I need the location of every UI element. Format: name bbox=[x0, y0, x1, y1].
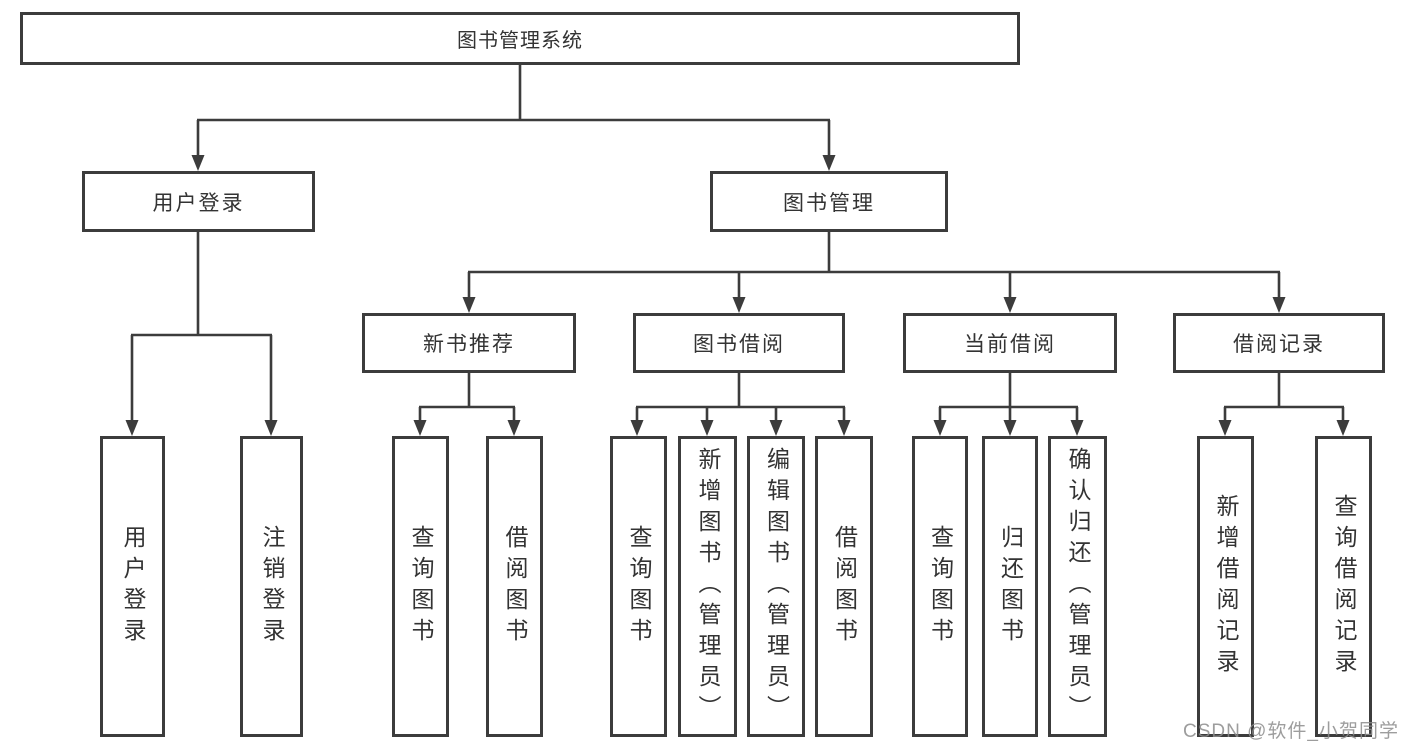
leaf-add-books-admin: 新增图书（管理员） bbox=[678, 436, 737, 737]
leaf-confirm-return-admin: 确认归还（管理员） bbox=[1048, 436, 1107, 737]
leaf-logout: 注销登录 bbox=[240, 436, 303, 737]
leaf-query-books-2: 查询图书 bbox=[610, 436, 667, 737]
leaf-user-login: 用户登录 bbox=[100, 436, 165, 737]
node-current-borrow: 当前借阅 bbox=[903, 313, 1117, 373]
node-book-borrow: 图书借阅 bbox=[633, 313, 845, 373]
leaf-return-books: 归还图书 bbox=[982, 436, 1038, 737]
node-root: 图书管理系统 bbox=[20, 12, 1020, 65]
leaf-borrow-books-1: 借阅图书 bbox=[486, 436, 543, 737]
leaf-add-borrow-record: 新增借阅记录 bbox=[1197, 436, 1254, 737]
node-new-book-recommend: 新书推荐 bbox=[362, 313, 576, 373]
leaf-query-books-1: 查询图书 bbox=[392, 436, 449, 737]
node-borrow-records: 借阅记录 bbox=[1173, 313, 1385, 373]
leaf-edit-books-admin: 编辑图书（管理员） bbox=[747, 436, 805, 737]
leaf-query-borrow-record: 查询借阅记录 bbox=[1315, 436, 1372, 737]
leaf-borrow-books-2: 借阅图书 bbox=[815, 436, 873, 737]
watermark: CSDN @软件_小贺同学 bbox=[1183, 721, 1399, 742]
node-user-login: 用户登录 bbox=[82, 171, 315, 232]
node-book-management: 图书管理 bbox=[710, 171, 948, 232]
leaf-query-books-3: 查询图书 bbox=[912, 436, 968, 737]
